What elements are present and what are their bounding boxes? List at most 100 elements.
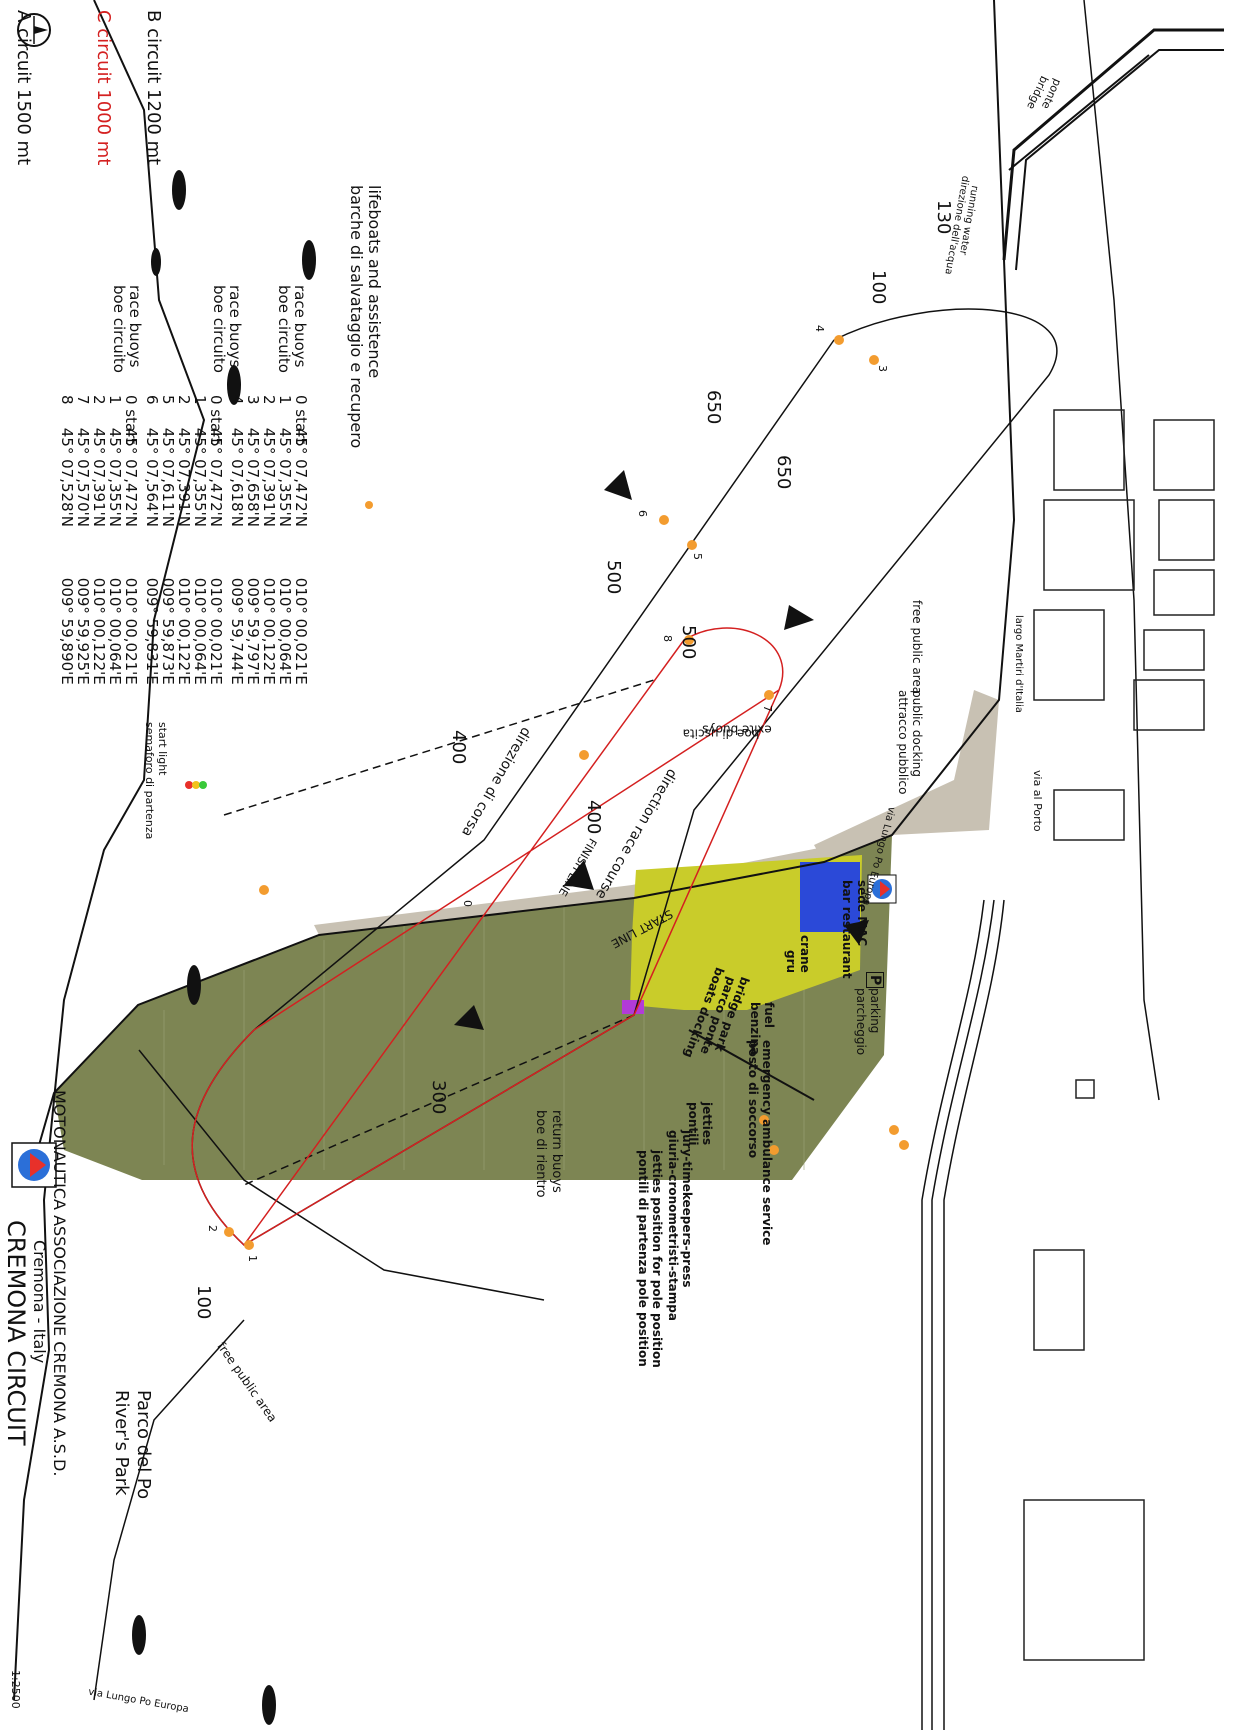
town-blocks — [1023, 409, 1215, 1661]
coord-id: 8 — [58, 395, 76, 405]
coord-id: 6 — [143, 395, 161, 405]
bridge — [1002, 28, 1224, 271]
label-start-light-en: start light — [156, 722, 169, 776]
coord-lon: 010° 00,122'E — [175, 577, 193, 685]
label-crane-en: crane — [798, 935, 812, 973]
coord-lon: 010° 00,021'E — [292, 577, 310, 685]
distance-label: 650 — [703, 390, 724, 425]
start-light-green — [199, 781, 207, 789]
label-exit-buoys-it: boe di uscita — [682, 726, 760, 741]
coord-lon: 010° 00,064'E — [276, 577, 294, 685]
distance-label: 300 — [428, 1080, 449, 1115]
coord-id: 0 start — [207, 395, 225, 445]
coords-circuit-a: 0 start 45° 07,472'N 010° 00,021'E 1 45° … — [228, 395, 310, 685]
buoy-number: 7 — [761, 705, 774, 712]
label-return-buoys-en: return buoys — [549, 1110, 564, 1193]
coord-id: 3 — [244, 395, 262, 405]
coord-lon: 010° 00,122'E — [90, 577, 108, 685]
river-bank-north — [28, 0, 1016, 1181]
pole-position-area — [622, 1000, 644, 1014]
buoy-number: 1 — [246, 1255, 259, 1262]
label-park-it: Parco del Po — [133, 1390, 154, 1500]
coord-lat: 45° 07,528'N — [58, 427, 76, 527]
coord-lat: 45° 07,618'N — [228, 427, 246, 527]
logo-icon — [11, 1142, 57, 1188]
coord-lat: 45° 07,391'N — [90, 427, 108, 527]
sede-logo-icon — [867, 874, 897, 904]
label-pole-it: pontili di partenza pole position — [636, 1150, 650, 1367]
distance-label: 500 — [678, 625, 699, 660]
label-crane-it: gru — [784, 950, 798, 974]
buoy-number: 2 — [206, 1225, 219, 1232]
legend-a-buoys-en: race buoys — [291, 285, 309, 368]
coord-id: 1 — [106, 395, 124, 405]
coord-id: 0 start — [292, 395, 310, 445]
coord-lat: 45° 07,391'N — [175, 427, 193, 527]
label-jury-en: jury-timekeepers-press — [680, 1130, 694, 1288]
coord-id: 1 — [276, 395, 294, 405]
coord-id: 5 — [159, 395, 177, 405]
coord-lat: 45° 07,658'N — [244, 427, 262, 527]
riverside-road — [314, 822, 892, 935]
parking-icon: P — [866, 972, 884, 989]
label-street-porto: via al Porto — [1031, 770, 1044, 832]
coord-lon: 009° 59,797'E — [244, 577, 262, 685]
coord-lon: 009° 59,744'E — [228, 577, 246, 685]
label-docking-en: public docking — [910, 690, 924, 777]
coord-lat: 45° 07,472'N — [292, 427, 310, 527]
coord-id: 2 — [175, 395, 193, 405]
distance-label: 400 — [583, 800, 604, 835]
buoy-number: 4 — [813, 325, 826, 332]
coord-id: 0 start — [122, 395, 140, 445]
coord-lon: 009° 59,831'E — [143, 577, 161, 685]
label-parking-it: parcheggio — [854, 988, 868, 1056]
distance-label: 650 — [773, 455, 794, 490]
distance-label: 100 — [868, 270, 889, 305]
mac-building — [800, 862, 860, 932]
coord-id: 2 — [90, 395, 108, 405]
coord-lat: 45° 07,355'N — [106, 427, 124, 527]
legend-circuit-c: C circuit 1000 mt — [93, 10, 114, 166]
label-pole-en: jetties position for pole position — [650, 1150, 664, 1368]
coord-lat: 45° 07,355'N — [276, 427, 294, 527]
label-ambulance-it: posto di soccorso — [746, 1040, 760, 1159]
coord-lat: 45° 07,472'N — [207, 427, 225, 527]
coord-lat: 45° 07,472'N — [122, 427, 140, 527]
label-bar: bar restaurant — [840, 880, 854, 979]
legend-c-buoys-it: boe circuito — [110, 285, 128, 373]
legend-c-buoys-en: race buoys — [126, 285, 144, 368]
legend-circuit-a: A circuit 1500 mt — [13, 10, 34, 166]
coord-lon: 010° 00,064'E — [106, 577, 124, 685]
label-ambulance-en: emergency ambulance service — [760, 1040, 774, 1246]
coord-lat: 45° 07,355'N — [191, 427, 209, 527]
legend-a-buoys-it: boe circuito — [275, 285, 293, 373]
label-start-light-it: semaforo di partenza — [143, 722, 156, 840]
coord-lat: 45° 07,391'N — [260, 427, 278, 527]
org-city: Cremona - Italy — [30, 1240, 49, 1364]
distance-label: 500 — [603, 560, 624, 595]
buoy-number: 8 — [661, 635, 674, 642]
buoys — [224, 335, 909, 1250]
org-name: MOTONAUTICA ASSOCIAZIONE CREMONA A.S.D. — [50, 1090, 69, 1477]
buoy-number: 0 — [461, 900, 474, 907]
buoy-number: 5 — [691, 553, 704, 560]
finish-line — [223, 679, 655, 816]
course-arrows — [454, 470, 869, 1030]
legend-lifeboats-it: barche di salvataggio e recupero — [347, 185, 366, 449]
coords-circuit-c: 0 start 45° 07,472'N010° 00,021'E 1 45° … — [58, 395, 140, 685]
distance-label: 130 — [933, 200, 954, 235]
page-title: CREMONA CIRCUIT — [2, 1220, 30, 1446]
coord-lat: 45° 07,570'N — [74, 427, 92, 527]
label-fuel-en: fuel — [762, 1002, 776, 1029]
start-light-red — [185, 781, 193, 789]
coord-lon: 010° 00,064'E — [191, 577, 209, 685]
label-free-area-1: free public area — [910, 600, 924, 695]
label-park-en: River's Park — [111, 1390, 132, 1496]
buoy-number: 3 — [876, 365, 889, 372]
lifeboat-markers — [132, 170, 316, 1725]
coord-id: 4 — [228, 395, 246, 405]
legend-b-buoys-en: race buoys — [226, 285, 244, 368]
label-return-buoys-it: boe di rientro — [533, 1110, 548, 1198]
label-parking-en: parking — [868, 988, 882, 1034]
